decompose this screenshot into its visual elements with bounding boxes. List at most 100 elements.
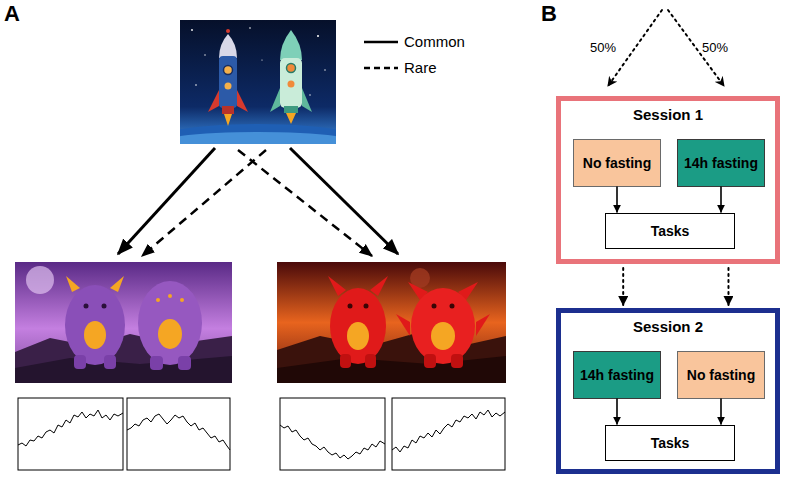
rocket-scene-part — [270, 88, 280, 112]
red-planet-scene — [277, 262, 506, 383]
rocket-scene-part — [208, 90, 219, 112]
purple-planet-scene-part — [26, 266, 54, 294]
red-planet-scene-part — [431, 322, 455, 350]
legend-label: Rare — [404, 59, 437, 76]
red-planet-scene-part — [396, 314, 410, 336]
purple-planet-scene-part — [15, 262, 232, 383]
connector-arrow — [720, 399, 722, 424]
rocket-scene-part — [237, 90, 248, 112]
rocket-scene-part — [287, 64, 296, 73]
purple-planet-scene-part — [15, 356, 232, 383]
probability-label: 50% — [702, 40, 728, 55]
red-planet-scene-part — [424, 354, 436, 368]
red-planet-scene-part — [277, 262, 506, 383]
rocket-scene-part — [219, 56, 237, 108]
red-planet-scene-part — [347, 322, 369, 350]
rocket-scene-part — [302, 88, 312, 112]
transition-arrows — [118, 148, 398, 256]
purple-planet-scene-part — [180, 298, 184, 302]
session-heading: Session 1 — [561, 106, 775, 123]
rocket-scene-part — [204, 54, 205, 55]
red-planet-scene-part — [340, 354, 351, 368]
rocket-scene-part — [222, 106, 234, 114]
red-planet-scene-part — [432, 304, 437, 309]
purple-planet-scene-part — [102, 304, 107, 309]
purple-planet-scene-part — [74, 355, 86, 369]
purple-planet-scene-part — [158, 319, 182, 349]
reward-plots-part — [18, 410, 123, 446]
box-label: Tasks — [651, 223, 690, 239]
condition-box: No fasting — [573, 139, 661, 187]
task-box: Tasks — [605, 213, 735, 249]
box-label: 14h fasting — [684, 155, 758, 171]
legend-sample — [364, 41, 398, 44]
rocket-scene-part — [324, 69, 325, 70]
box-label: 14h fasting — [580, 367, 654, 383]
reward-plots — [18, 398, 505, 470]
purple-planet-scene-part — [156, 298, 160, 302]
purple-planet-scene-part — [15, 334, 232, 383]
rocket-scene-part — [249, 27, 251, 29]
rocket-scene-part — [309, 94, 310, 95]
connector-arrow — [616, 399, 618, 424]
red-planet-scene-part — [451, 354, 463, 368]
rocket-scene-part — [284, 106, 298, 113]
purple-planet-scene-part — [104, 355, 116, 369]
transition-arrows-part — [142, 150, 266, 256]
connector-arrow — [616, 187, 618, 212]
purple-planet-scene-part — [66, 276, 80, 292]
purple-planet-scene-part — [110, 276, 124, 292]
panel-letter: A — [4, 1, 20, 27]
condition-box: 14h fasting — [573, 351, 661, 399]
red-planet-scene-part — [450, 304, 455, 309]
condition-box: 14h fasting — [677, 139, 765, 187]
legend-sample — [364, 67, 398, 70]
reward-plots-part — [392, 410, 505, 452]
box-text-group: 14h fasting — [684, 155, 758, 171]
rocket-scene-part — [317, 35, 319, 37]
red-planet-scene-part — [328, 276, 346, 296]
task-box: Tasks — [605, 425, 735, 461]
reward-plots-part — [280, 398, 385, 470]
session-heading: Session 2 — [561, 318, 775, 335]
rocket-scene-part — [180, 124, 336, 144]
purple-planet-scene-part — [84, 321, 106, 349]
box-label: Tasks — [651, 435, 690, 451]
box-text-group: Tasks — [651, 435, 690, 451]
rocket-scene-part — [225, 83, 232, 90]
rocket-scene-part — [219, 34, 237, 58]
red-planet-scene-part — [330, 288, 386, 364]
red-planet-scene-part — [476, 314, 490, 336]
rocket-scene-part — [224, 66, 233, 75]
purple-planet-scene-part — [178, 356, 191, 370]
red-planet-scene-part — [364, 304, 369, 309]
transition-arrows-part — [118, 148, 215, 254]
purple-planet-scene-part — [168, 294, 172, 298]
purple-planet-scene-part — [65, 285, 125, 365]
rocket-scene-part — [261, 59, 262, 60]
transition-arrows-part — [238, 150, 372, 256]
box-text-group: 14h fasting — [580, 367, 654, 383]
legend-label: Common — [404, 33, 465, 50]
transition-arrows-part — [290, 148, 398, 254]
session-box: Session 2 14h fasting No fastingTasks — [556, 308, 780, 474]
probability-label: 50% — [590, 40, 616, 55]
rocket-scene-part — [191, 29, 193, 31]
rocket-scene-part — [286, 113, 296, 124]
connector-arrow — [622, 268, 624, 305]
red-planet-scene-part — [370, 276, 388, 296]
condition-box: No fasting — [677, 351, 765, 399]
rocket-scene-part — [195, 84, 197, 86]
rocket-scene-part — [226, 29, 230, 33]
red-planet-scene-part — [411, 288, 475, 364]
box-text-group: No fasting — [687, 367, 755, 383]
purple-planet-scene-part — [84, 304, 89, 309]
red-planet-scene-part — [348, 304, 353, 309]
red-planet-scene-part — [277, 356, 506, 383]
randomisation-arrows-part — [608, 10, 662, 86]
rocket-scene — [180, 20, 336, 144]
rocket-scene-part — [224, 114, 232, 126]
connector-arrow — [727, 268, 729, 305]
red-planet-scene-part — [365, 354, 376, 368]
